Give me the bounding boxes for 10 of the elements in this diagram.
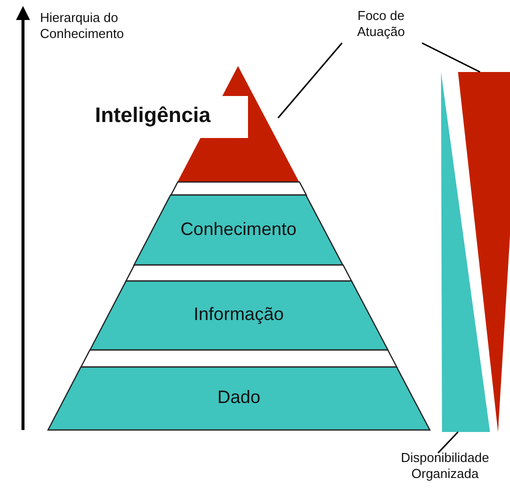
level-label: Inteligência [95,103,212,128]
level-label: Informação [192,304,285,326]
level-label: Dado [216,387,262,409]
callout-text: Disponibilidade Organizada [400,450,490,482]
callout-text: Foco de Atuação [356,8,406,40]
leader-line [277,42,343,118]
leader-line [422,42,480,73]
axis-label: Hierarquia do Conhecimento [40,10,125,42]
level-label: Conhecimento [179,218,298,240]
leader-line [437,431,459,454]
